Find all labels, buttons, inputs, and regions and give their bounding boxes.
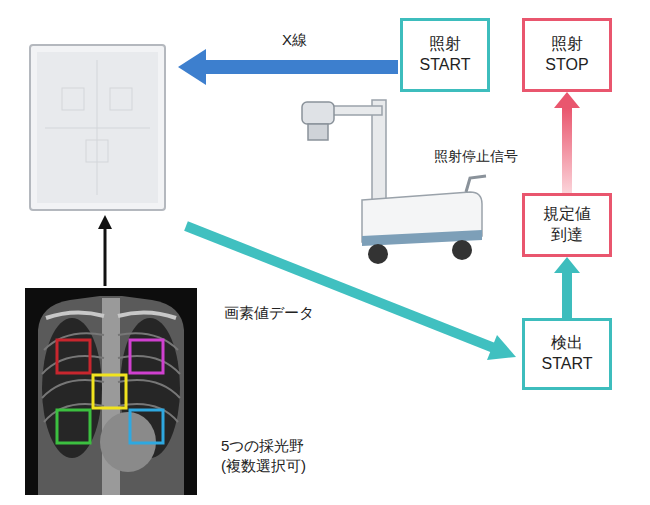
rib [44,333,104,350]
image-arrow-shaft [104,228,107,286]
panel-mark [110,88,132,110]
xray-arrow-shaft [205,60,398,74]
torso [38,296,184,495]
rib [118,356,180,374]
annotation-label: X線 [280,30,309,50]
sensing-field [130,340,163,373]
unit-wheel [368,244,388,264]
flow-arrow [562,273,572,318]
pixel-data-arrow [186,226,516,360]
flat-panel-detector [30,45,165,210]
panel-mark [86,140,108,162]
unit-arm [330,106,382,115]
sensing-field [93,375,126,408]
process-box: 照射 START [400,18,490,92]
process-box: 照射 STOP [522,18,612,92]
image-arrow [98,215,112,286]
panel-line [45,128,150,129]
flow-arrow [562,108,572,193]
xray-background [25,288,197,495]
box-text: 規定値 到達 [530,204,604,246]
signal-label: 照射停止信号 [432,147,520,165]
sensing-field [130,410,163,443]
chest-xray-image [25,288,197,495]
pixel-data-arrow-head [487,335,516,360]
pixel-data-arrow-shaft [186,226,494,348]
xray-arrow [178,49,398,85]
unit-wheel [452,240,472,260]
clavicle [46,312,104,318]
process-box: 検出 START [522,318,612,390]
sensing-field [57,340,90,373]
collimator [308,124,328,140]
image-arrow-head [98,215,112,229]
clavicle [118,312,176,318]
rib [42,380,104,398]
rib [118,333,178,350]
mobile-xray-unit [302,100,486,264]
annotation-label: 画素値データ [222,303,316,323]
unit-handle [466,176,486,192]
sensing-field [57,410,90,443]
panel-surface [37,52,158,203]
annotation-label: 5つの採光野 (複数選択可) [219,436,327,477]
box-text: 照射 START [408,34,482,76]
box-text: 照射 STOP [530,34,604,76]
rib [42,356,104,374]
box-text: 検出 START [530,333,604,375]
panel-mark [62,88,84,110]
panel-housing [30,45,165,210]
tube-head [302,102,334,124]
xray-arrow-head [178,49,206,85]
process-box: 規定値 到達 [522,193,612,257]
